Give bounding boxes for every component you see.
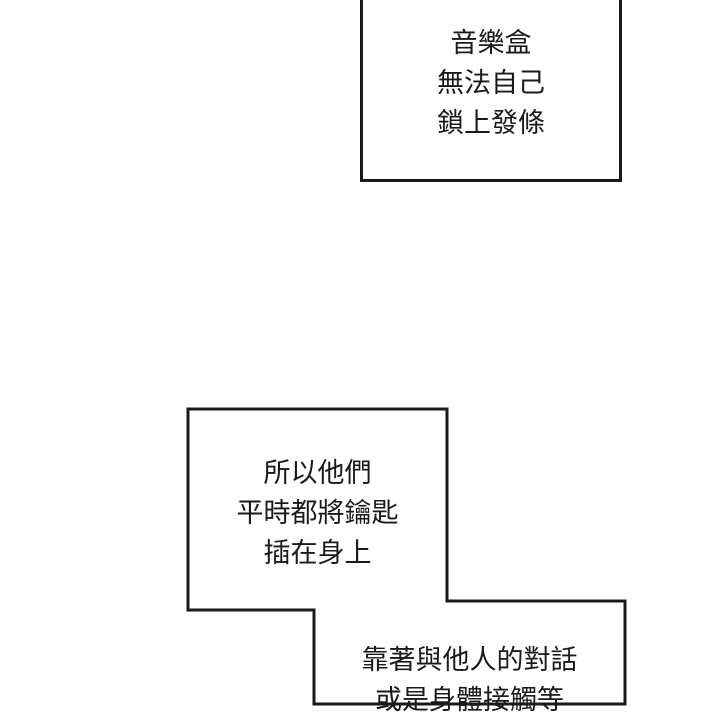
caption-line: 音樂盒 (450, 28, 532, 59)
caption-line: 鎖上發條 (437, 108, 545, 139)
caption-line: 或是身體接觸等 (375, 685, 564, 716)
caption-box-top (360, 0, 622, 182)
caption-text-bottom: 靠著與他人的對話 或是身體接觸等 (314, 641, 625, 721)
caption-line: 無法自己 (437, 68, 545, 99)
caption-line: 插在身上 (263, 538, 372, 569)
caption-line: 平時都將鑰匙 (236, 498, 399, 529)
caption-text-top: 音樂盒 無法自己 鎖上發條 (360, 24, 622, 144)
caption-box-bottom (186, 407, 627, 706)
caption-text-middle: 所以他們 平時都將鑰匙 插在身上 (188, 454, 447, 574)
caption-line: 靠著與他人的對話 (361, 645, 578, 676)
caption-line: 所以他們 (263, 458, 372, 489)
